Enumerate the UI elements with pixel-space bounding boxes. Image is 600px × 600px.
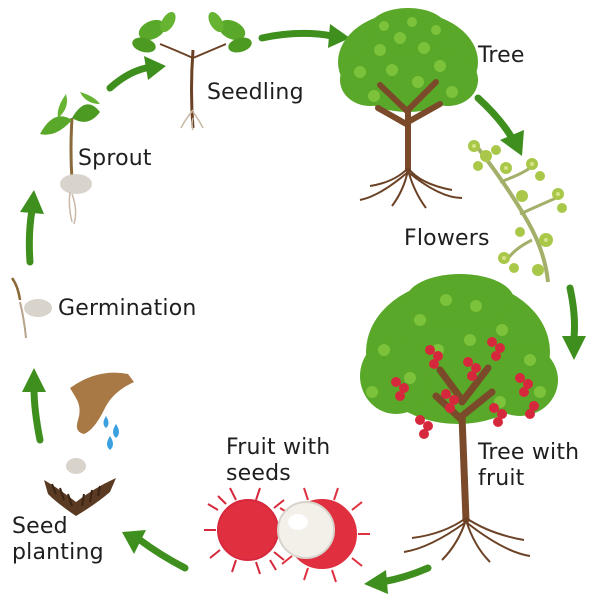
arrow-germination-to-sprout-icon xyxy=(20,190,44,262)
label-seedling: Seedling xyxy=(207,80,304,106)
arrow-planting-to-germination-icon xyxy=(22,368,46,440)
arrow-fruit-to-planting-icon xyxy=(122,530,185,568)
label-tree-with-fruit-line2: fruit xyxy=(478,466,579,492)
germination-icon xyxy=(12,278,52,338)
seed-planting-icon xyxy=(44,373,134,516)
label-fruit-with-seeds-line2: seeds xyxy=(226,461,330,487)
arrow-flowers-to-fruit-tree-icon xyxy=(562,288,586,360)
fruit-tree-icon xyxy=(360,274,558,562)
flowers-icon xyxy=(468,140,567,282)
label-sprout: Sprout xyxy=(78,146,152,172)
arrow-seedling-to-tree-icon xyxy=(262,24,350,48)
label-seed-planting-line2: planting xyxy=(12,540,104,566)
arrow-tree-to-flowers-icon xyxy=(478,98,524,156)
label-tree-with-fruit-line1: Tree with xyxy=(478,440,579,466)
label-tree-with-fruit: Tree with fruit xyxy=(478,440,579,492)
label-flowers: Flowers xyxy=(404,226,490,252)
rambutan-icon xyxy=(204,488,370,582)
label-germination: Germination xyxy=(58,296,197,322)
label-seed-planting-line1: Seed xyxy=(12,514,104,540)
label-seed-planting: Seed planting xyxy=(12,514,104,566)
arrow-sprout-to-seedling-icon xyxy=(110,56,166,88)
label-fruit-with-seeds: Fruit with seeds xyxy=(226,435,330,487)
label-fruit-with-seeds-line1: Fruit with xyxy=(226,435,330,461)
label-tree: Tree xyxy=(478,43,525,69)
water-drops-icon xyxy=(104,416,120,450)
arrow-fruit-tree-to-fruit-icon xyxy=(364,568,428,594)
tree-icon xyxy=(338,8,478,208)
